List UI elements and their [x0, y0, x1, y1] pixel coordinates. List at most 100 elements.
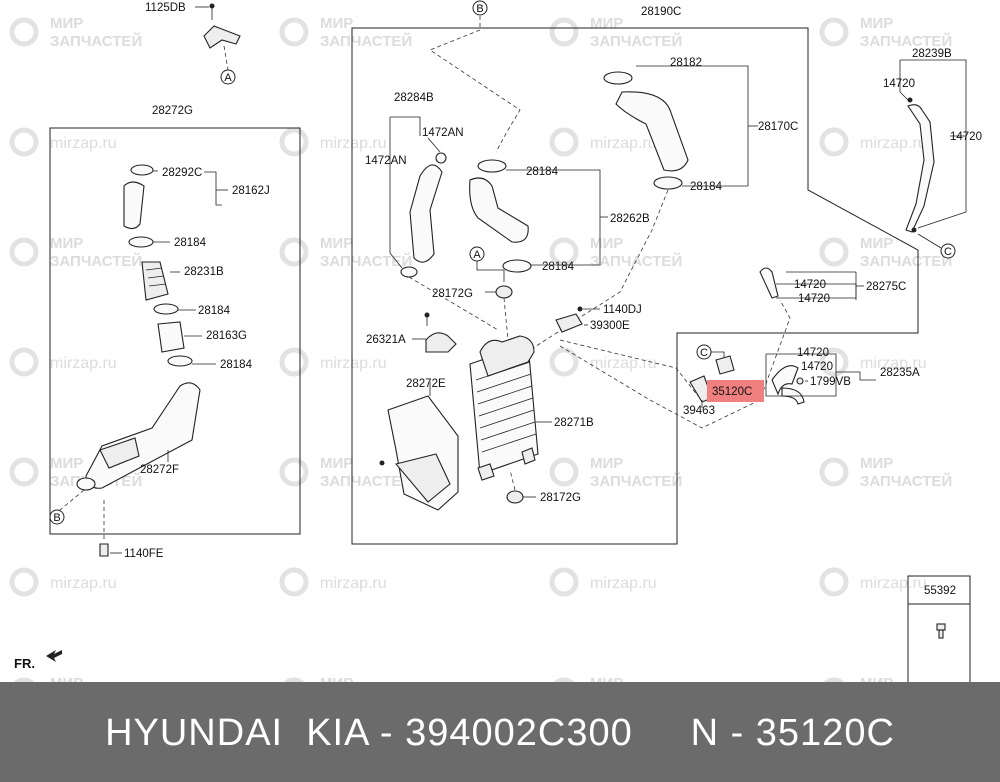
label-28262b: 28262B [610, 213, 650, 225]
svg-text:FR.: FR. [14, 656, 35, 671]
label-28184-c3: 28184 [542, 261, 575, 273]
watermark-logo-icon [819, 127, 849, 157]
watermark-layer: МИРЗАПЧАСТЕЙМИРЗАПЧАСТЕЙМИРЗАПЧАСТЕЙМИРЗ… [9, 15, 952, 682]
watermark-logo-icon [9, 567, 39, 597]
watermark-line2: ЗАПЧАСТЕЙ [860, 252, 952, 270]
label-14720-r3: 14720 [794, 279, 826, 291]
ref-b-left: B [49, 509, 65, 525]
svg-text:A: A [473, 249, 481, 261]
watermark-line1: МИР [860, 15, 893, 32]
watermark-url: mirzap.ru [50, 355, 117, 372]
watermark-logo-icon [819, 567, 849, 597]
watermark-logo-icon [279, 457, 309, 487]
label-28172g-a: 28172G [432, 288, 473, 300]
label-28184-c1: 28184 [526, 166, 559, 178]
watermark-logo-icon [279, 237, 309, 267]
label-39463: 39463 [683, 405, 715, 417]
label-28184-l1: 28184 [174, 237, 207, 249]
watermark-line2: ЗАПЧАСТЕЙ [320, 252, 412, 270]
watermark-url: mirzap.ru [590, 575, 657, 592]
watermark-logo-icon [819, 457, 849, 487]
watermark-line2: ЗАПЧАСТЕЙ [860, 472, 952, 490]
watermark-line1: МИР [320, 235, 353, 252]
watermark-url: mirzap.ru [860, 575, 927, 592]
mount-26321a [412, 312, 457, 353]
label-28275c: 28275C [866, 281, 906, 293]
label-55392: 55392 [924, 585, 956, 597]
highlight-35120c [707, 380, 764, 402]
label-28172g-b: 28172G [540, 492, 581, 504]
parts-diagram: МИРЗАПЧАСТЕЙМИРЗАПЧАСТЕЙМИРЗАПЧАСТЕЙМИРЗ… [9, 0, 982, 682]
watermark-line1: МИР [50, 15, 83, 32]
ref-c-center: C [696, 344, 712, 360]
watermark-url: mirzap.ru [590, 135, 657, 152]
watermark-logo-icon [549, 17, 579, 47]
hose-28170c [603, 65, 758, 190]
label-14720-r1: 14720 [883, 78, 915, 90]
watermark-line1: МИР [860, 235, 893, 252]
watermark-line1: МИР [320, 675, 353, 682]
label-28272g: 28272G [152, 105, 193, 117]
bracket-1125db [195, 3, 241, 71]
svg-text:C: C [700, 347, 708, 359]
watermark-logo-icon [549, 347, 579, 377]
label-1140fe: 1140FE [124, 548, 164, 560]
watermark-logo-icon [819, 347, 849, 377]
watermark-logo-icon [279, 127, 309, 157]
label-28170c: 28170C [758, 121, 798, 133]
ref-c-right: C [940, 243, 956, 259]
label-14720-r4: 14720 [798, 293, 830, 305]
label-28184-l2: 28184 [198, 305, 231, 317]
label-28184-c2: 28184 [690, 181, 723, 193]
svg-text:B: B [476, 3, 483, 15]
svg-text:C: C [944, 246, 952, 258]
label-35120c: 35120C [712, 386, 752, 398]
footer-banner: HYUNDAI KIA - 394002C300 N - 35120C [0, 682, 1000, 782]
watermark-line1: МИР [50, 235, 83, 252]
ref-a-center: A [469, 246, 485, 262]
watermark-url: mirzap.ru [860, 355, 927, 372]
label-28190c: 28190C [641, 6, 681, 18]
watermark-url: mirzap.ru [50, 135, 117, 152]
label-28235a: 28235A [880, 367, 920, 379]
bolt-55392 [936, 623, 946, 639]
watermark-logo-icon [9, 17, 39, 47]
watermark-line1: МИР [320, 455, 353, 472]
label-28184-l3: 28184 [220, 359, 253, 371]
watermark-line1: МИР [50, 455, 83, 472]
label-28292c: 28292C [162, 167, 202, 179]
watermark-line1: МИР [50, 675, 83, 682]
pipe-28239b [899, 59, 967, 233]
label-14720-r5: 14720 [797, 347, 829, 359]
sensor-35120c [689, 355, 735, 408]
label-28239b: 28239B [912, 48, 952, 60]
part-labels: 1125DB 28272G 28292C 28162J 28184 28231B… [124, 2, 982, 597]
watermark-logo-icon [549, 127, 579, 157]
label-1140dj: 1140DJ [603, 304, 642, 316]
watermark-line1: МИР [590, 235, 623, 252]
watermark-line2: ЗАПЧАСТЕЙ [50, 252, 142, 270]
hose-28262b [469, 159, 608, 273]
watermark-line1: МИР [590, 455, 623, 472]
watermark-url: mirzap.ru [320, 575, 387, 592]
watermark-logo-icon [283, 677, 305, 682]
watermark-logo-icon [279, 17, 309, 47]
watermark-line2: ЗАПЧАСТЕЙ [590, 32, 682, 50]
watermark-line1: МИР [860, 675, 893, 682]
svg-text:B: B [53, 512, 60, 524]
label-39300e: 39300E [590, 320, 630, 332]
watermark-url: mirzap.ru [860, 135, 927, 152]
mount-28172g-bottom [506, 490, 524, 504]
ref-b-top: B [472, 0, 488, 16]
watermark-line1: МИР [590, 675, 623, 682]
hose-28235a [765, 353, 876, 405]
hose-28284b [389, 116, 447, 278]
watermark-logo-icon [549, 567, 579, 597]
label-28231b: 28231B [184, 266, 224, 278]
label-26321a: 26321A [366, 334, 406, 346]
watermark-logo-icon [549, 237, 579, 267]
watermark-logo-icon [279, 347, 309, 377]
footer-part-numbers: HYUNDAI KIA - 394002C300 N - 35120C [105, 712, 895, 754]
mount-28172g-top [495, 285, 513, 299]
watermark-line1: МИР [860, 455, 893, 472]
